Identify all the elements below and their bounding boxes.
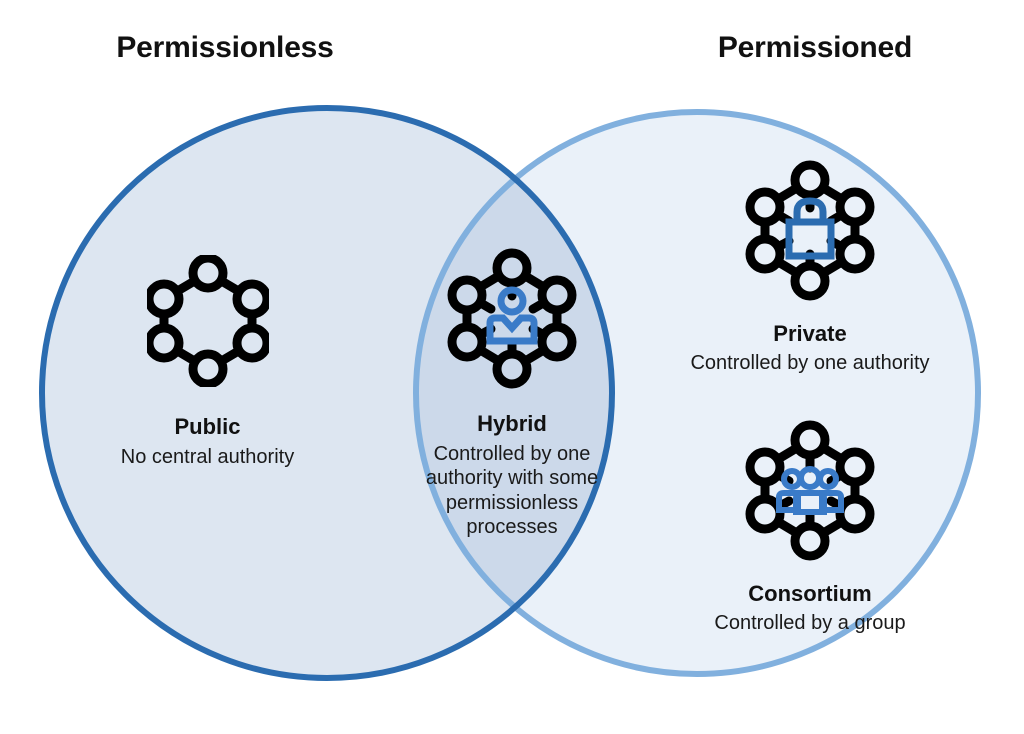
heading-permissioned: Permissioned <box>717 31 913 64</box>
group-consortium-title: Consortium <box>748 581 872 606</box>
group-hybrid: Hybrid Controlled by one authority with … <box>408 248 616 540</box>
group-hybrid-title: Hybrid <box>477 411 547 436</box>
group-consortium: Consortium Controlled by a group <box>640 420 980 635</box>
hexagon-network-icon <box>95 253 320 392</box>
permissioned-circle-inner-stroke <box>413 109 612 677</box>
heading-permissionless: Permissionless <box>116 31 334 64</box>
hexagon-network-group-icon <box>640 420 980 567</box>
group-hybrid-description: Controlled by one authority with some pe… <box>425 442 599 539</box>
group-private-description: Controlled by one authority <box>690 351 930 374</box>
overlap-region <box>416 112 612 674</box>
group-consortium-description: Controlled by a group <box>714 611 906 634</box>
group-private: Private Controlled by one authority <box>650 160 970 375</box>
group-public-description: No central authority <box>120 445 295 468</box>
hexagon-network-person-icon <box>408 248 616 395</box>
permissionless-circle-outline <box>39 105 615 681</box>
group-public-title: Public <box>174 414 241 439</box>
group-public: Public No central authority <box>95 253 320 469</box>
group-private-title: Private <box>773 321 847 346</box>
hexagon-network-lock-icon <box>650 160 970 307</box>
